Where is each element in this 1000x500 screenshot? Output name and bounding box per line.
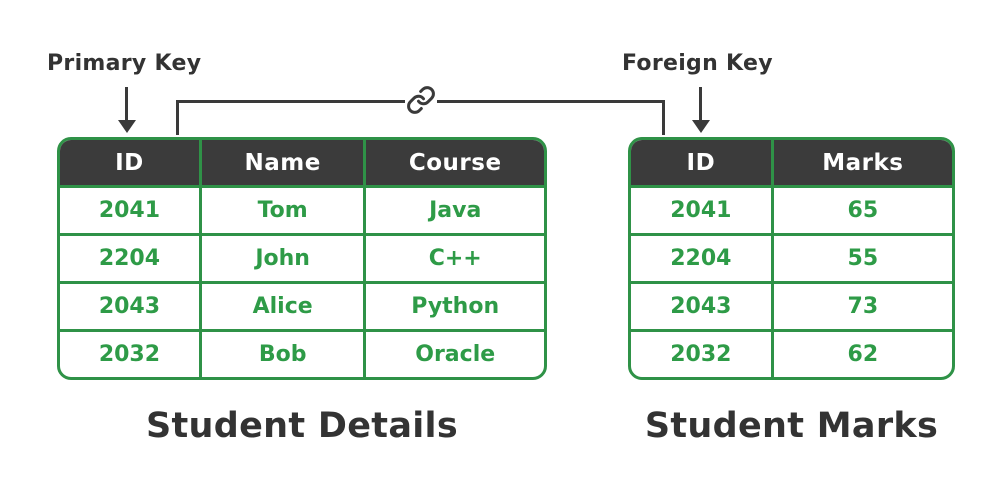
cell-name: Alice bbox=[198, 281, 367, 332]
student-details-title: Student Details bbox=[146, 406, 458, 446]
table-row: 2032 Bob Oracle bbox=[60, 329, 544, 377]
primary-key-arrow bbox=[125, 87, 128, 121]
cell-id: 2032 bbox=[631, 329, 774, 377]
cell-course: Java bbox=[363, 185, 544, 236]
foreign-key-arrowhead-icon bbox=[692, 120, 710, 133]
cell-id: 2043 bbox=[60, 281, 202, 332]
table-row: 2041 Tom Java bbox=[60, 185, 544, 236]
foreign-key-arrow bbox=[699, 87, 702, 121]
cell-marks: 65 bbox=[770, 185, 952, 236]
table-row: 2032 62 bbox=[631, 329, 952, 377]
table-row: 2043 Alice Python bbox=[60, 281, 544, 332]
chain-link-icon bbox=[405, 84, 437, 116]
cell-marks: 55 bbox=[770, 233, 952, 284]
cell-id: 2032 bbox=[60, 329, 202, 377]
cell-marks: 62 bbox=[770, 329, 952, 377]
cell-name: John bbox=[198, 233, 367, 284]
cell-course: Oracle bbox=[363, 329, 544, 377]
cell-marks: 73 bbox=[770, 281, 952, 332]
primary-key-label: Primary Key bbox=[47, 51, 202, 76]
column-header-marks: Marks bbox=[770, 140, 952, 188]
header-row: ID Name Course bbox=[60, 140, 544, 188]
column-header-name: Name bbox=[198, 140, 367, 188]
header-row: ID Marks bbox=[631, 140, 952, 188]
table-row: 2204 55 bbox=[631, 233, 952, 284]
student-marks-title: Student Marks bbox=[644, 406, 939, 446]
cell-id: 2041 bbox=[60, 185, 202, 236]
column-header-id: ID bbox=[60, 140, 202, 188]
foreign-key-label: Foreign Key bbox=[622, 51, 773, 76]
student-marks-table: ID Marks 2041 65 2204 55 2043 73 2 bbox=[628, 137, 955, 380]
cell-id: 2204 bbox=[631, 233, 774, 284]
student-details-table: ID Name Course 2041 Tom Java 2204 John C… bbox=[57, 137, 547, 380]
table-row: 2041 65 bbox=[631, 185, 952, 236]
relationship-connector-line bbox=[437, 100, 665, 103]
table-row: 2043 73 bbox=[631, 281, 952, 332]
cell-course: Python bbox=[363, 281, 544, 332]
cell-name: Tom bbox=[198, 185, 367, 236]
cell-id: 2204 bbox=[60, 233, 202, 284]
relationship-connector-right bbox=[662, 100, 665, 135]
column-header-id: ID bbox=[631, 140, 774, 188]
cell-course: C++ bbox=[363, 233, 544, 284]
cell-id: 2043 bbox=[631, 281, 774, 332]
relationship-connector-left bbox=[176, 100, 179, 135]
table-row: 2204 John C++ bbox=[60, 233, 544, 284]
column-header-course: Course bbox=[363, 140, 544, 188]
cell-name: Bob bbox=[198, 329, 367, 377]
cell-id: 2041 bbox=[631, 185, 774, 236]
primary-key-arrowhead-icon bbox=[118, 120, 136, 133]
relationship-connector-line bbox=[176, 100, 405, 103]
